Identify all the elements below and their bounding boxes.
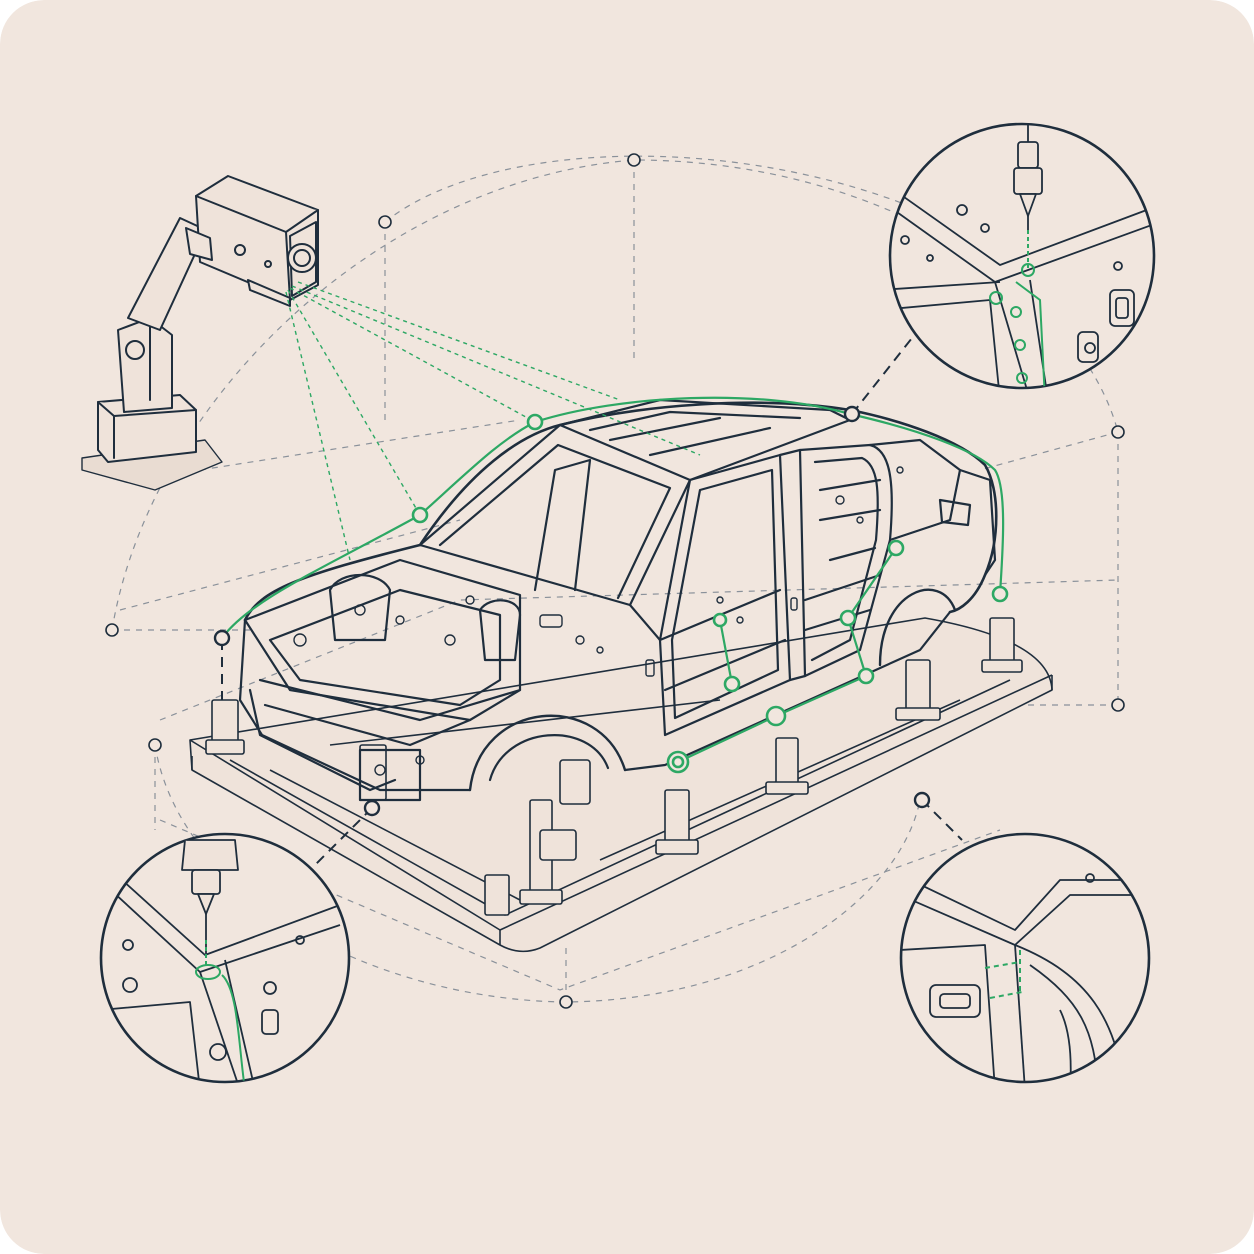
car-body xyxy=(238,398,998,802)
measurement-points xyxy=(411,413,1009,774)
camera-scan-rays xyxy=(285,281,701,561)
callout-connectors xyxy=(221,337,963,869)
measurement-point xyxy=(671,755,685,769)
measurement-point xyxy=(839,609,857,627)
panel-holes xyxy=(293,466,904,776)
measurement-point xyxy=(411,506,429,524)
anchor-points xyxy=(213,405,931,817)
detail-callout-bottom-left xyxy=(99,832,351,1084)
robot-camera xyxy=(81,175,319,491)
detail-callout-top-right xyxy=(888,122,1156,390)
measurement-point xyxy=(526,413,544,431)
fixture-clamps xyxy=(205,617,1023,916)
measurement-point xyxy=(991,585,1009,603)
measurement-point xyxy=(765,705,787,727)
detail-callout-bottom-right xyxy=(899,832,1151,1084)
measurement-point xyxy=(723,675,741,693)
guide-nodes xyxy=(105,153,1125,1009)
measurement-point xyxy=(887,539,905,557)
measurement-point xyxy=(857,667,875,685)
measurement-point xyxy=(712,612,728,628)
